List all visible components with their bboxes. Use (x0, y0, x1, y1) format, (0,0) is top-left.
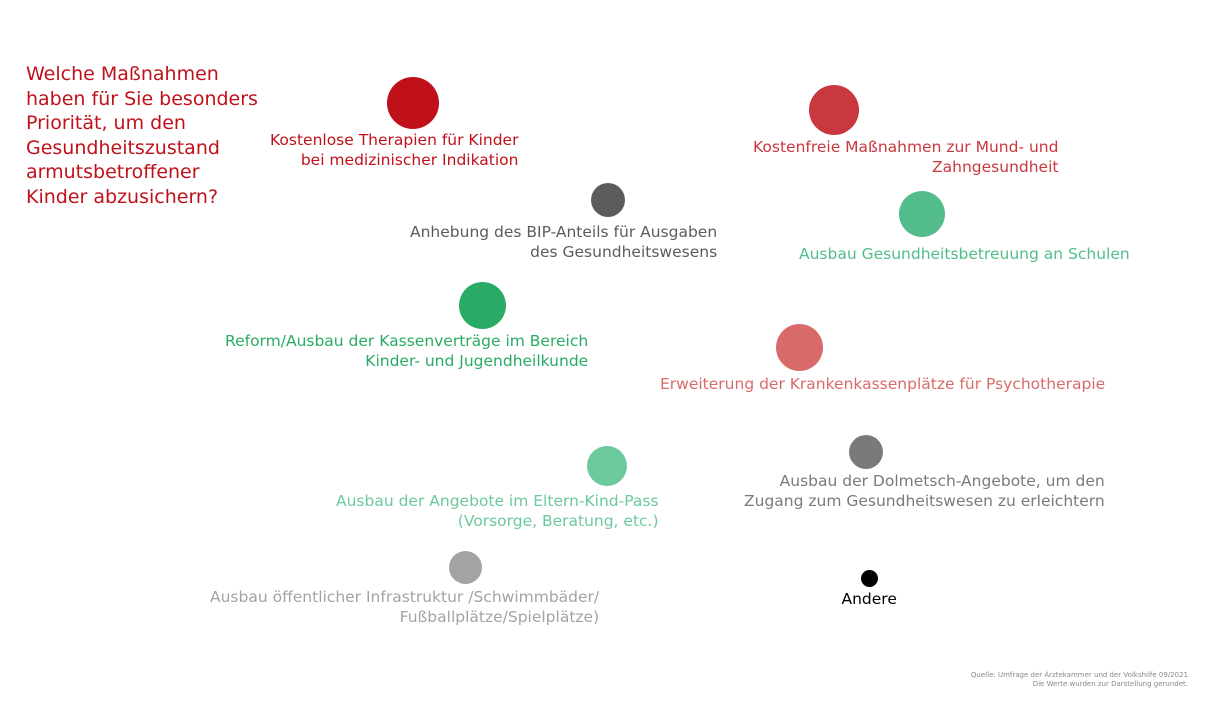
bubble-label-line: Fußballplätze/Spielplätze) (399, 608, 600, 626)
bubble-label: Erweiterung der Krankenkassenplätze für … (660, 374, 1105, 394)
bubble-marker (809, 85, 859, 135)
bubble-label: Ausbau Gesundheitsbetreuung an Schulen (799, 244, 1130, 264)
bubble-label-line: des Gesundheitswesens (530, 243, 718, 261)
bubble-label-line: Andere (841, 590, 897, 608)
bubble-marker (775, 323, 823, 371)
bubble-marker (458, 281, 506, 329)
bubble-label-line: Anhebung des BIP-Anteils für Ausgaben (410, 223, 718, 241)
bubble-label: Anhebung des BIP-Anteils für Ausgaben des… (410, 222, 717, 262)
bubble-marker (899, 191, 945, 237)
question-line: Kinder abzusichern? (26, 185, 219, 208)
bubble-label-line: Ausbau der Dolmetsch-Angebote, um den (779, 472, 1105, 490)
chart-question: Welche Maßnahmen haben für Sie besonders… (26, 62, 266, 209)
bubble-label-line: Ausbau öffentlicher Infrastruktur /Schwi… (210, 588, 600, 606)
question-line: Gesundheitszustand (26, 136, 220, 159)
bubble-marker (860, 569, 878, 587)
bubble-label: Kostenlose Therapien für Kinder bei mediz… (270, 130, 518, 170)
bubble-label-line: (Vorsorge, Beratung, etc.) (457, 512, 659, 530)
source-line: Die Werte wurden zur Darstellung gerunde… (1032, 680, 1188, 688)
bubble-label-line: Reform/Ausbau der Kassenverträge im Bere… (225, 332, 589, 350)
bubble-marker (387, 77, 439, 129)
source-note: Quelle: Umfrage der Ärztekammer und der … (971, 671, 1188, 689)
question-line: Welche Maßnahmen (26, 63, 219, 85)
bubble-label-line: Erweiterung der Krankenkassenplätze für … (660, 375, 1106, 393)
bubble-marker (587, 446, 627, 486)
bubble-label: Ausbau öffentlicher Infrastruktur /Schwi… (210, 587, 599, 627)
bubble-label-line: Ausbau Gesundheitsbetreuung an Schulen (799, 245, 1130, 263)
bubble-marker (591, 183, 625, 217)
bubble-marker (849, 435, 883, 469)
bubble-label-line: Kinder- und Jugendheilkunde (365, 352, 589, 370)
question-line: Priorität, um den (26, 112, 186, 134)
bubble-label-line: Zahngesundheit (932, 158, 1059, 176)
bubble-marker (448, 550, 482, 584)
bubble-label-line: Ausbau der Angebote im Eltern-Kind-Pass (336, 492, 659, 510)
bubble-label-line: Kostenlose Therapien für Kinder (270, 131, 519, 149)
bubble-label: Andere (842, 589, 897, 609)
bubble-label: Ausbau der Angebote im Eltern-Kind-Pass (… (336, 491, 659, 531)
bubble-label-line: bei medizinischer Indikation (300, 151, 519, 169)
question-line: haben für Sie besonders (26, 87, 258, 110)
bubble-label-line: Zugang zum Gesundheitswesen zu erleichte… (744, 492, 1105, 510)
bubble-label-line: Kostenfreie Maßnahmen zur Mund- und (753, 138, 1059, 156)
question-line: armutsbetroffener (26, 161, 200, 183)
source-line: Quelle: Umfrage der Ärztekammer und der … (970, 671, 1188, 679)
bubble-label: Reform/Ausbau der Kassenverträge im Bere… (225, 331, 588, 371)
